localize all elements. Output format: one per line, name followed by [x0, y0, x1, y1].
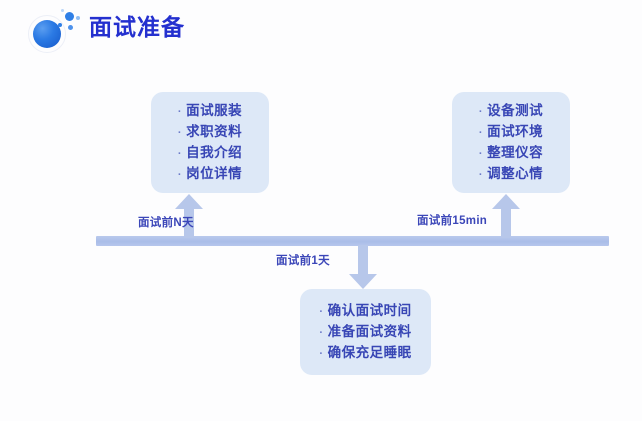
arrow-head-icon [492, 194, 520, 209]
bullet-icon: · [478, 147, 484, 160]
arrow-stem [358, 245, 368, 275]
list-item: · 确保充足睡眠 [319, 343, 411, 364]
list-item: · 求职资料 [178, 122, 242, 143]
logo-icon [24, 9, 82, 53]
timeline-label-before-n-days: 面试前N天 [138, 217, 194, 229]
slide-header: 面试准备 [0, 0, 642, 62]
bullet-icon: · [319, 305, 324, 318]
list-item: · 设备测试 [479, 101, 543, 122]
logo-dot-large-icon [65, 12, 74, 21]
logo-ring-icon [28, 15, 66, 53]
list-item-label: 准备面试资料 [327, 323, 412, 339]
bullet-icon: · [177, 105, 183, 118]
bullet-icon: · [478, 126, 484, 139]
timeline-label-before-1-day: 面试前1天 [276, 255, 330, 267]
arrow-up-to-top-left-icon [175, 194, 203, 238]
arrow-stem [501, 208, 511, 238]
logo-dot-medium-icon [68, 25, 73, 30]
arrow-head-icon [349, 274, 377, 289]
list-item-label: 整理仪容 [487, 144, 544, 160]
timeline-label-before-15-min: 面试前15min [417, 215, 488, 227]
arrow-down-to-bottom-icon [349, 245, 377, 289]
bullet-icon: · [319, 326, 324, 339]
list-item: · 面试环境 [479, 122, 543, 143]
list-item: · 准备面试资料 [319, 322, 411, 343]
page-title: 面试准备 [89, 14, 185, 40]
bullet-icon: · [177, 147, 183, 160]
logo-dot-small-icon [76, 16, 80, 20]
logo-sphere-icon [33, 20, 61, 48]
list-item-label: 面试环境 [487, 123, 544, 139]
list-item: · 自我介绍 [178, 143, 242, 164]
arrow-head-icon [175, 194, 203, 209]
list-item: · 确认面试时间 [319, 301, 411, 322]
card-bottom: · 确认面试时间 · 准备面试资料 · 确保充足睡眠 [300, 289, 431, 375]
list-item-label: 岗位详情 [186, 165, 243, 181]
bullet-icon: · [478, 105, 484, 118]
card-top-left: · 面试服装 · 求职资料 · 自我介绍 · 岗位详情 [151, 92, 269, 193]
bullet-icon: · [177, 168, 183, 181]
arrow-up-to-top-right-icon [492, 194, 520, 238]
arrow-stem [184, 208, 194, 238]
timeline-bar [96, 236, 609, 246]
list-item-label: 确认面试时间 [327, 302, 412, 318]
list-item: · 调整心情 [479, 164, 543, 185]
list-item: · 岗位详情 [178, 164, 242, 185]
bullet-icon: · [478, 168, 484, 181]
list-item-label: 设备测试 [487, 102, 544, 118]
logo-dot-tiny-icon [61, 9, 64, 12]
list-item-label: 面试服装 [186, 102, 243, 118]
list-item: · 整理仪容 [479, 143, 543, 164]
logo-dot-inner-icon [58, 23, 62, 27]
list-item-label: 调整心情 [487, 165, 544, 181]
list-item-label: 求职资料 [186, 123, 243, 139]
list-item-label: 确保充足睡眠 [327, 344, 412, 360]
list-item: · 面试服装 [178, 101, 242, 122]
card-top-right: · 设备测试 · 面试环境 · 整理仪容 · 调整心情 [452, 92, 570, 193]
bullet-icon: · [177, 126, 183, 139]
list-item-label: 自我介绍 [186, 144, 243, 160]
bullet-icon: · [319, 347, 324, 360]
